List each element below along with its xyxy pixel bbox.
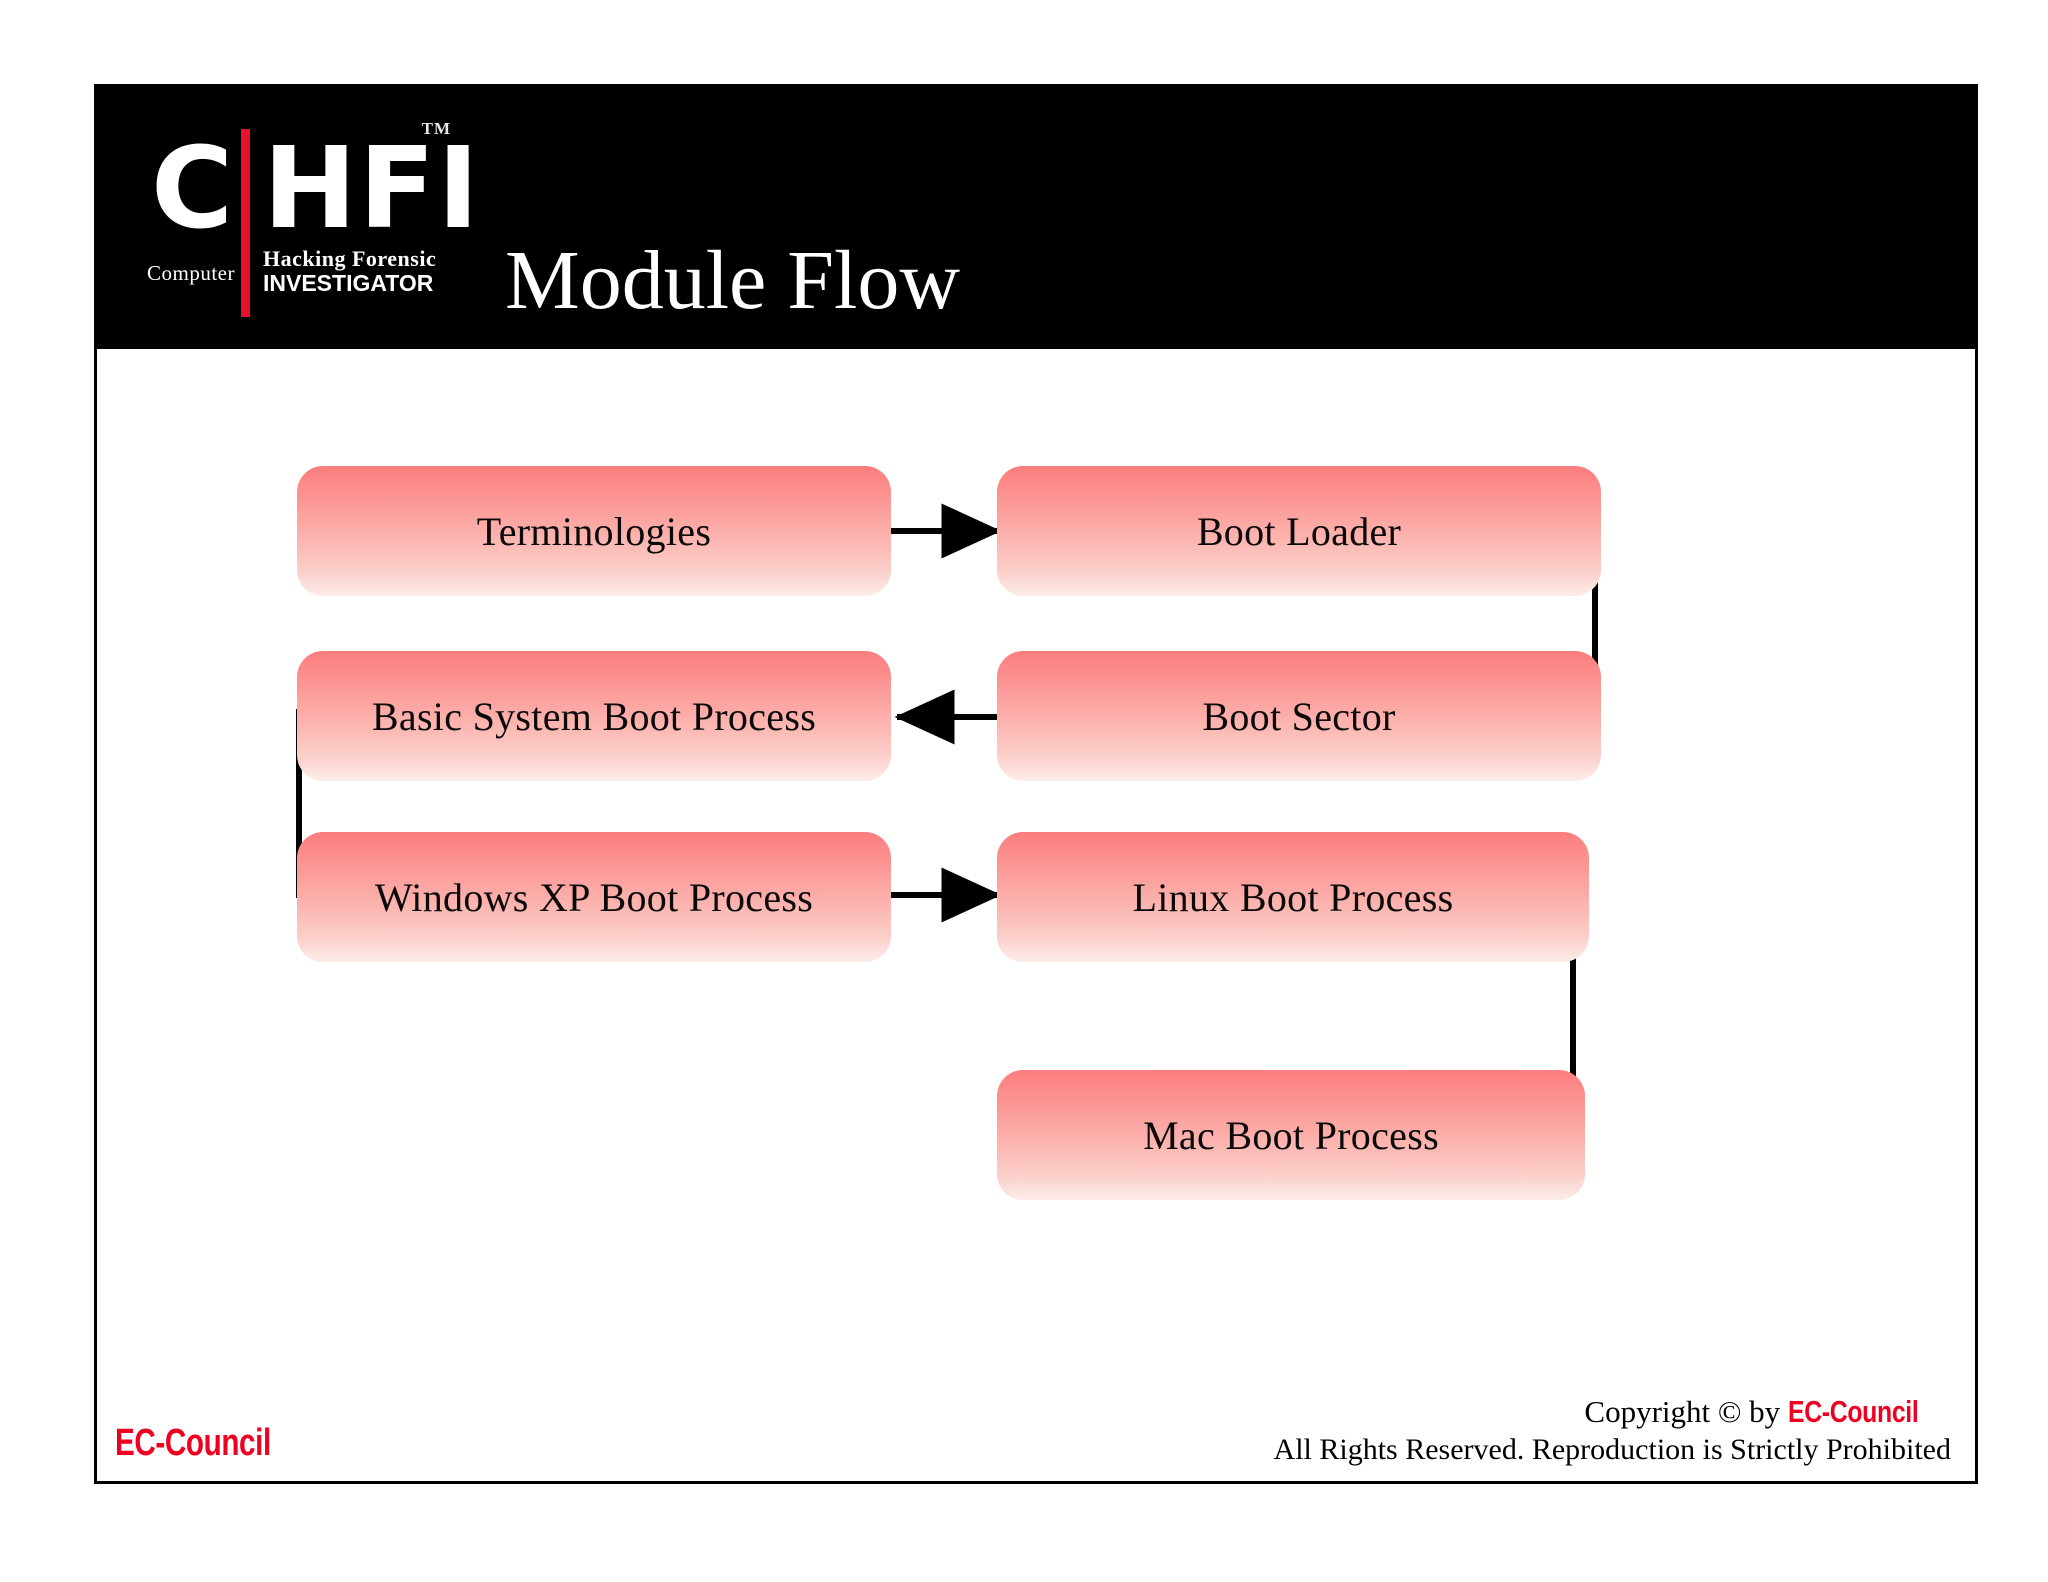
chfi-logo: TM C HFI Computer Hacking Forensic INVES… xyxy=(141,105,479,335)
logo-subtitle: Hacking Forensic INVESTIGATOR xyxy=(263,246,436,296)
copyright-block: Copyright © by EC-Council All Rights Res… xyxy=(1274,1393,1951,1469)
node-basic-system-boot-process-label: Basic System Boot Process xyxy=(371,693,817,739)
copyright-brand-text: EC-Council xyxy=(1787,1394,1919,1429)
node-boot-sector[interactable]: Boot Sector xyxy=(997,651,1601,781)
slide-footer: EC-Council Copyright © by EC-Council All… xyxy=(97,1363,1975,1481)
logo-word-computer: Computer xyxy=(147,261,235,285)
node-boot-sector-label: Boot Sector xyxy=(1202,693,1396,739)
logo-subtitle-line1: Hacking Forensic xyxy=(263,246,437,271)
page-title: Module Flow xyxy=(505,234,961,327)
logo-letter-c: C xyxy=(151,124,233,254)
node-basic-system-boot-process[interactable]: Basic System Boot Process xyxy=(297,651,891,781)
node-boot-loader[interactable]: Boot Loader xyxy=(997,466,1601,596)
node-terminologies[interactable]: Terminologies xyxy=(297,466,891,596)
logo-letters-hfi: HFI xyxy=(263,124,481,254)
node-mac-boot-process[interactable]: Mac Boot Process xyxy=(997,1070,1585,1200)
node-linux-boot-process[interactable]: Linux Boot Process xyxy=(997,832,1589,962)
node-windows-xp-boot-process-label: Windows XP Boot Process xyxy=(374,874,814,920)
copyright-prefix-text: Copyright © by xyxy=(1584,1394,1788,1429)
node-boot-loader-label: Boot Loader xyxy=(1196,508,1402,554)
node-windows-xp-boot-process[interactable]: Windows XP Boot Process xyxy=(297,832,891,962)
rights-reserved-line: All Rights Reserved. Reproduction is Str… xyxy=(1273,1433,1951,1466)
node-mac-boot-process-label: Mac Boot Process xyxy=(1143,1112,1439,1158)
node-linux-boot-process-label: Linux Boot Process xyxy=(1132,874,1454,920)
node-terminologies-label: Terminologies xyxy=(476,508,712,554)
logo-subtitle-line2: INVESTIGATOR xyxy=(263,270,434,296)
slide-canvas: TM C HFI Computer Hacking Forensic INVES… xyxy=(94,84,1978,1484)
trademark-icon: TM xyxy=(421,119,451,138)
slide-header: TM C HFI Computer Hacking Forensic INVES… xyxy=(97,87,1975,349)
copyright-line: Copyright © by EC-Council xyxy=(1274,1393,1951,1431)
module-flow-diagram: Terminologies Boot Loader Basic System B… xyxy=(97,349,1975,1484)
logo-red-divider-bar xyxy=(241,129,250,317)
ec-council-logo: EC-Council xyxy=(115,1422,271,1464)
